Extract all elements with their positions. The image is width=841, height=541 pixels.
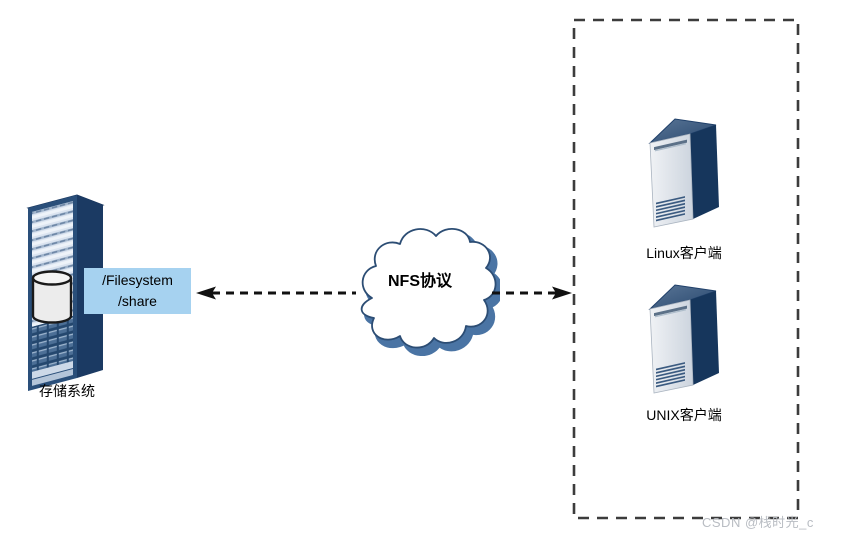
share-path-line1: /Filesystem [102, 272, 173, 288]
nfs-cloud-icon: NFS协议 [360, 228, 500, 356]
tower-vents [656, 362, 685, 388]
disk-cylinder-icon [31, 270, 73, 324]
unix-server-icon [648, 284, 719, 394]
rack-drive-bays [32, 316, 73, 372]
share-path-label: /Filesystem /share [84, 268, 191, 314]
share-path-line2: /share [118, 293, 157, 309]
linux-client-caption: Linux客户端 [646, 245, 722, 261]
unix-client-caption: UNIX客户端 [646, 407, 722, 423]
watermark-text: CSDN @栈时光_c [702, 515, 814, 530]
nfs-cloud-label: NFS协议 [388, 271, 453, 290]
arrow-left-icon [196, 286, 356, 300]
tower-slot [654, 139, 687, 151]
storage-caption: 存储系统 [39, 383, 95, 399]
arrow-right-icon [492, 286, 572, 300]
tower-vents [656, 196, 685, 222]
clients-boundary-box [572, 18, 800, 520]
linux-server-icon [648, 118, 719, 228]
tower-slot [654, 305, 687, 317]
